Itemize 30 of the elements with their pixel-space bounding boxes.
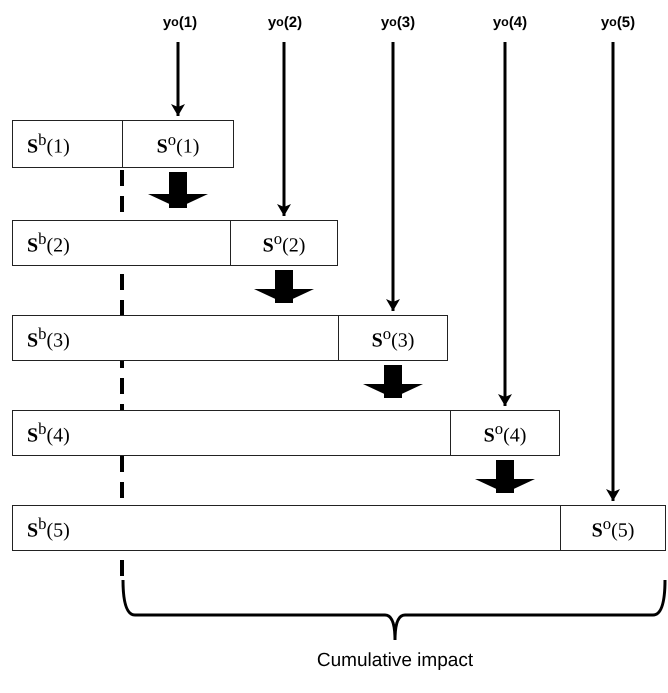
state-bar — [12, 315, 339, 361]
state-label: S$^{o}$(1) — [156, 130, 200, 158]
block-arrow — [475, 460, 535, 493]
arrow — [277, 42, 291, 216]
state-label: S$^{b}$(4) — [27, 418, 70, 448]
state-label: S$^{b}$(3) — [27, 324, 70, 352]
state-label: S$^{b}$(1) — [27, 130, 70, 158]
state-label: S$^{b}$(5) — [27, 514, 70, 542]
arrow — [498, 42, 512, 406]
state-segment — [560, 505, 666, 551]
block-arrow — [363, 365, 423, 398]
state-segment — [230, 220, 338, 266]
caption-text: Cumulative impact — [316, 650, 474, 672]
state-segment — [122, 120, 234, 168]
block-arrow — [148, 172, 208, 208]
arrow — [606, 42, 620, 501]
block-arrow — [254, 270, 314, 303]
state-label: S$^{o}$(5) — [592, 514, 634, 542]
state-bar — [12, 410, 451, 456]
state-bar — [12, 220, 231, 266]
state-segment — [338, 315, 448, 361]
state-label: S$^{o}$(4) — [484, 418, 526, 448]
arrow — [386, 42, 400, 311]
state-bar — [12, 120, 123, 168]
state-label: S$^{b}$(2) — [27, 228, 70, 258]
state-segment — [450, 410, 560, 456]
state-label: S$^{o}$(3) — [372, 324, 414, 352]
arrow — [171, 42, 185, 116]
state-bar — [12, 505, 561, 551]
state-label: S$^{o}$(2) — [262, 228, 306, 258]
